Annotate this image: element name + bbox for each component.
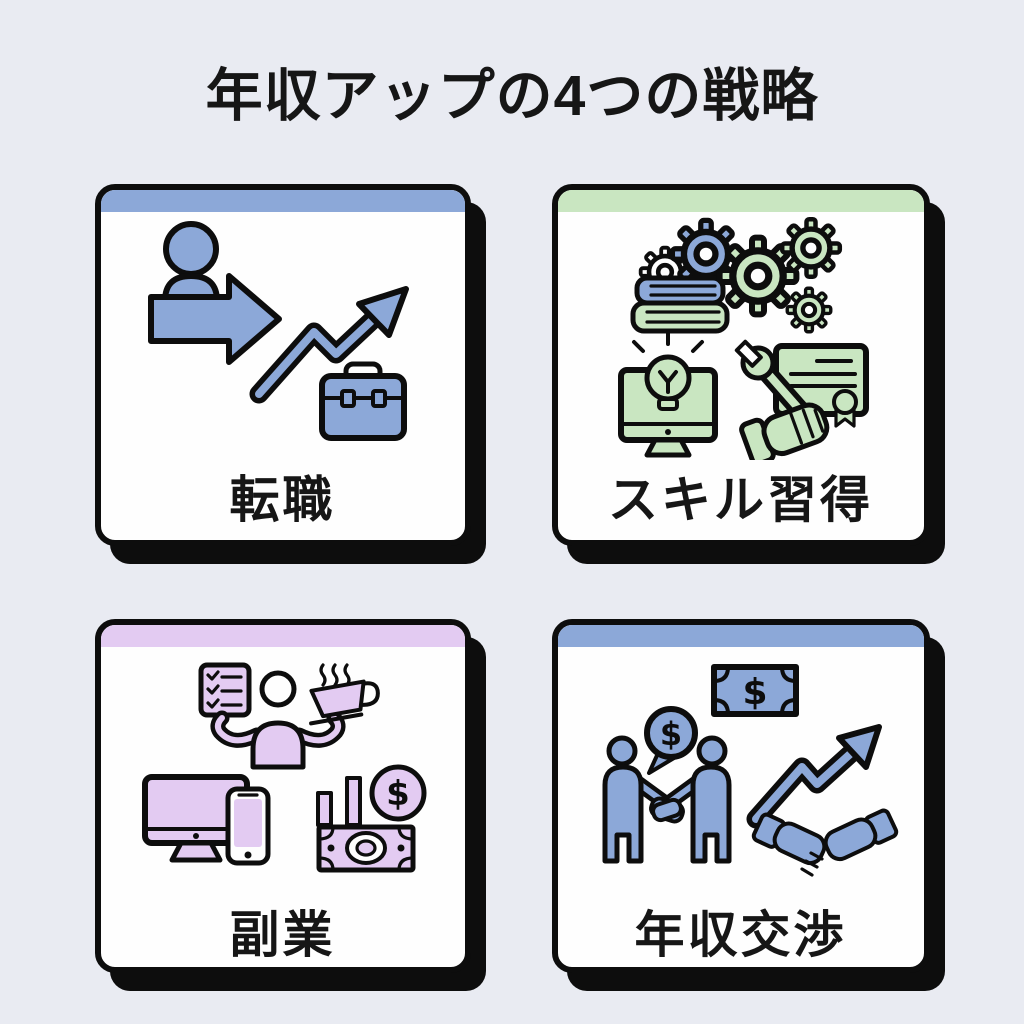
card-header-bar xyxy=(557,190,924,212)
wrench-certificate-icon xyxy=(734,339,869,460)
negotiation-handshake-people-icon: $ xyxy=(602,706,731,864)
card-icons: $ $ xyxy=(602,664,898,877)
card-header-bar xyxy=(100,190,465,212)
card-job-change: 転職 xyxy=(94,184,471,546)
svg-text:$: $ xyxy=(386,774,410,814)
gears-icon xyxy=(719,219,839,332)
svg-text:$: $ xyxy=(659,715,681,753)
card-side-business: $ 副業 xyxy=(94,619,471,973)
growth-arrow-handshake-icon xyxy=(746,724,898,877)
growth-arrow-icon xyxy=(249,286,409,404)
monitor-lightbulb-icon xyxy=(617,330,718,458)
multitasking-person-icon xyxy=(209,670,346,770)
card-label: 副業 xyxy=(229,907,336,963)
strategy-grid: 転職 xyxy=(0,184,1024,973)
monitor-smartphone-icon xyxy=(141,774,270,866)
banknote-icon: $ xyxy=(710,664,799,717)
card-icons xyxy=(147,221,409,441)
card-icons xyxy=(617,212,869,460)
page-title: 年収アップの4つの戦略 xyxy=(205,64,819,128)
card-header-bar xyxy=(100,625,465,647)
coffee-cup-icon xyxy=(308,663,380,726)
card-salary-negotiation: $ $ xyxy=(551,619,930,973)
svg-text:$: $ xyxy=(742,672,767,713)
briefcase-icon xyxy=(318,361,407,441)
checklist-icon xyxy=(198,662,251,718)
card-label: 転職 xyxy=(229,472,336,528)
money-bars-coin-icon: $ xyxy=(315,764,426,873)
books-and-gears-icon xyxy=(630,220,740,334)
card-header-bar xyxy=(557,625,924,647)
card-label: スキル習得 xyxy=(608,472,873,528)
card-skill-acquisition: スキル習得 xyxy=(551,184,930,546)
card-icons: $ xyxy=(141,662,426,873)
person-arrow-icon xyxy=(147,221,282,365)
card-label: 年収交渉 xyxy=(634,907,847,963)
